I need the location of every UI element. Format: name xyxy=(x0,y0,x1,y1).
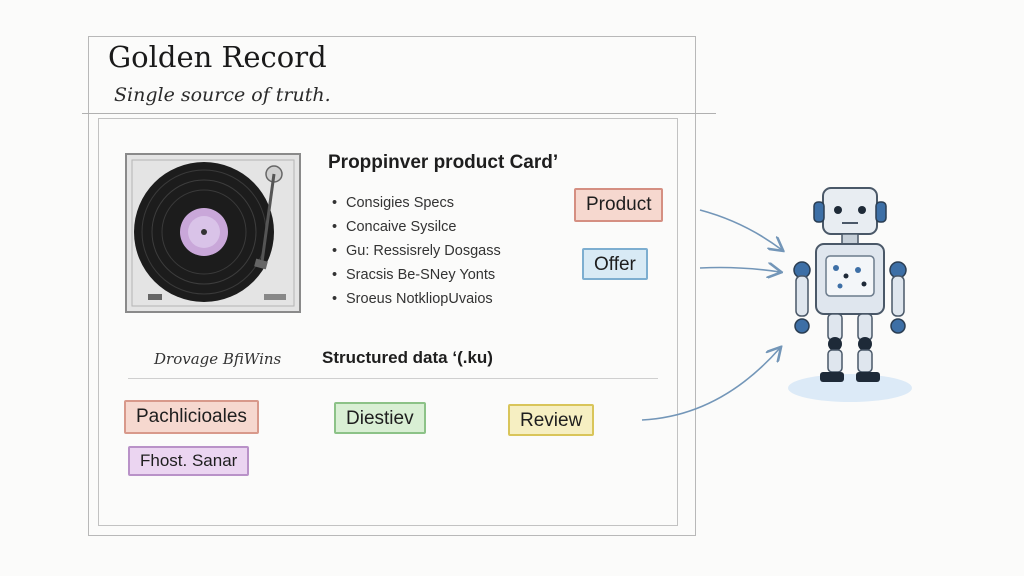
turntable-icon xyxy=(125,153,301,313)
list-item: •Sracsis Be-SNey Yonts xyxy=(332,267,496,283)
structured-data-label: Structured data ‘(.ku) xyxy=(322,348,493,367)
spec-label: Concaive Sysilce xyxy=(346,219,457,235)
footer-left-label: Drovage BfiWins xyxy=(154,350,282,368)
spec-label: Gu: Ressisrely Dosgass xyxy=(346,243,501,259)
purple-tag: Fhost. Sanar xyxy=(128,446,250,476)
spec-label: Sroeus NotkliopUvaios xyxy=(346,291,493,307)
section-divider xyxy=(128,378,658,379)
robot-icon xyxy=(788,187,912,402)
spec-list: •Consigies Specs •Concaive Sysilce •Gu: … xyxy=(332,194,501,314)
arrow-offer-to-robot xyxy=(699,268,780,273)
review-tag: Review xyxy=(508,404,595,436)
arrow-product-to-robot xyxy=(699,209,782,250)
list-item: •Gu: Ressisrely Dosgass xyxy=(332,243,501,259)
pink-tag: Pachlicioales xyxy=(124,400,259,434)
offer-tag: Offer xyxy=(582,248,648,280)
spec-label: Sracsis Be-SNey Yonts xyxy=(346,267,496,283)
spec-label: Consigies Specs xyxy=(346,195,454,211)
page-subtitle: Single source of truth. xyxy=(114,84,331,106)
list-item: •Concaive Sysilce xyxy=(332,219,457,235)
outer-frame xyxy=(88,36,696,536)
product-card-title: Proppinver product Card’ xyxy=(328,152,559,173)
green-tag: Diestiev xyxy=(334,402,426,434)
list-item: •Consigies Specs xyxy=(332,195,454,211)
list-item: •Sroeus NotkliopUvaios xyxy=(332,291,493,307)
product-card-frame xyxy=(98,118,678,526)
page-title: Golden Record xyxy=(108,40,327,74)
product-tag: Product xyxy=(574,188,664,222)
title-divider xyxy=(82,113,716,114)
